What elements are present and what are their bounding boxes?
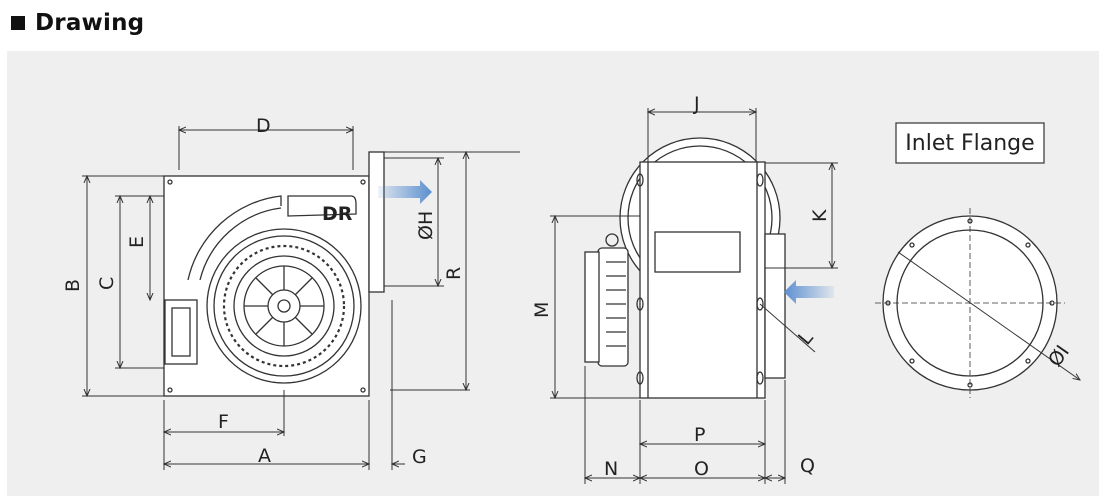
section-header: Drawing — [11, 6, 144, 40]
inlet-flange-label: Inlet Flange — [905, 131, 1034, 156]
dim-label-p: P — [694, 424, 705, 446]
dim-label-c: C — [96, 277, 118, 290]
side-dimensions — [550, 108, 838, 484]
dim-label-o: O — [694, 458, 709, 480]
front-dimensions — [82, 126, 520, 470]
section-title: Drawing — [35, 10, 145, 36]
outlet-airflow-arrow-icon — [378, 180, 432, 204]
dim-label-g: G — [412, 446, 427, 468]
inlet-flange-label-box — [895, 122, 1045, 164]
dim-label-d: D — [256, 115, 271, 137]
brand-logo: DR — [322, 203, 353, 225]
dim-label-q: Q — [800, 455, 815, 477]
dim-label-h: ØH — [415, 211, 437, 240]
dim-label-i: ØI — [1044, 341, 1074, 370]
inlet-airflow-arrow-icon — [784, 280, 834, 304]
inlet-flange-view — [875, 208, 1080, 398]
dim-label-b: B — [62, 279, 84, 292]
dim-label-e: E — [126, 236, 148, 248]
dim-label-n: N — [604, 458, 618, 480]
dim-label-a: A — [258, 445, 271, 467]
dim-label-k: K — [809, 209, 831, 222]
black-square-icon — [11, 16, 25, 30]
dim-label-r: R — [443, 267, 465, 280]
side-view — [584, 137, 786, 399]
dim-label-m: M — [531, 302, 553, 318]
dim-label-l: L — [794, 327, 818, 350]
dim-label-j: J — [693, 93, 700, 115]
front-view — [163, 151, 385, 397]
dim-label-f: F — [218, 411, 229, 433]
